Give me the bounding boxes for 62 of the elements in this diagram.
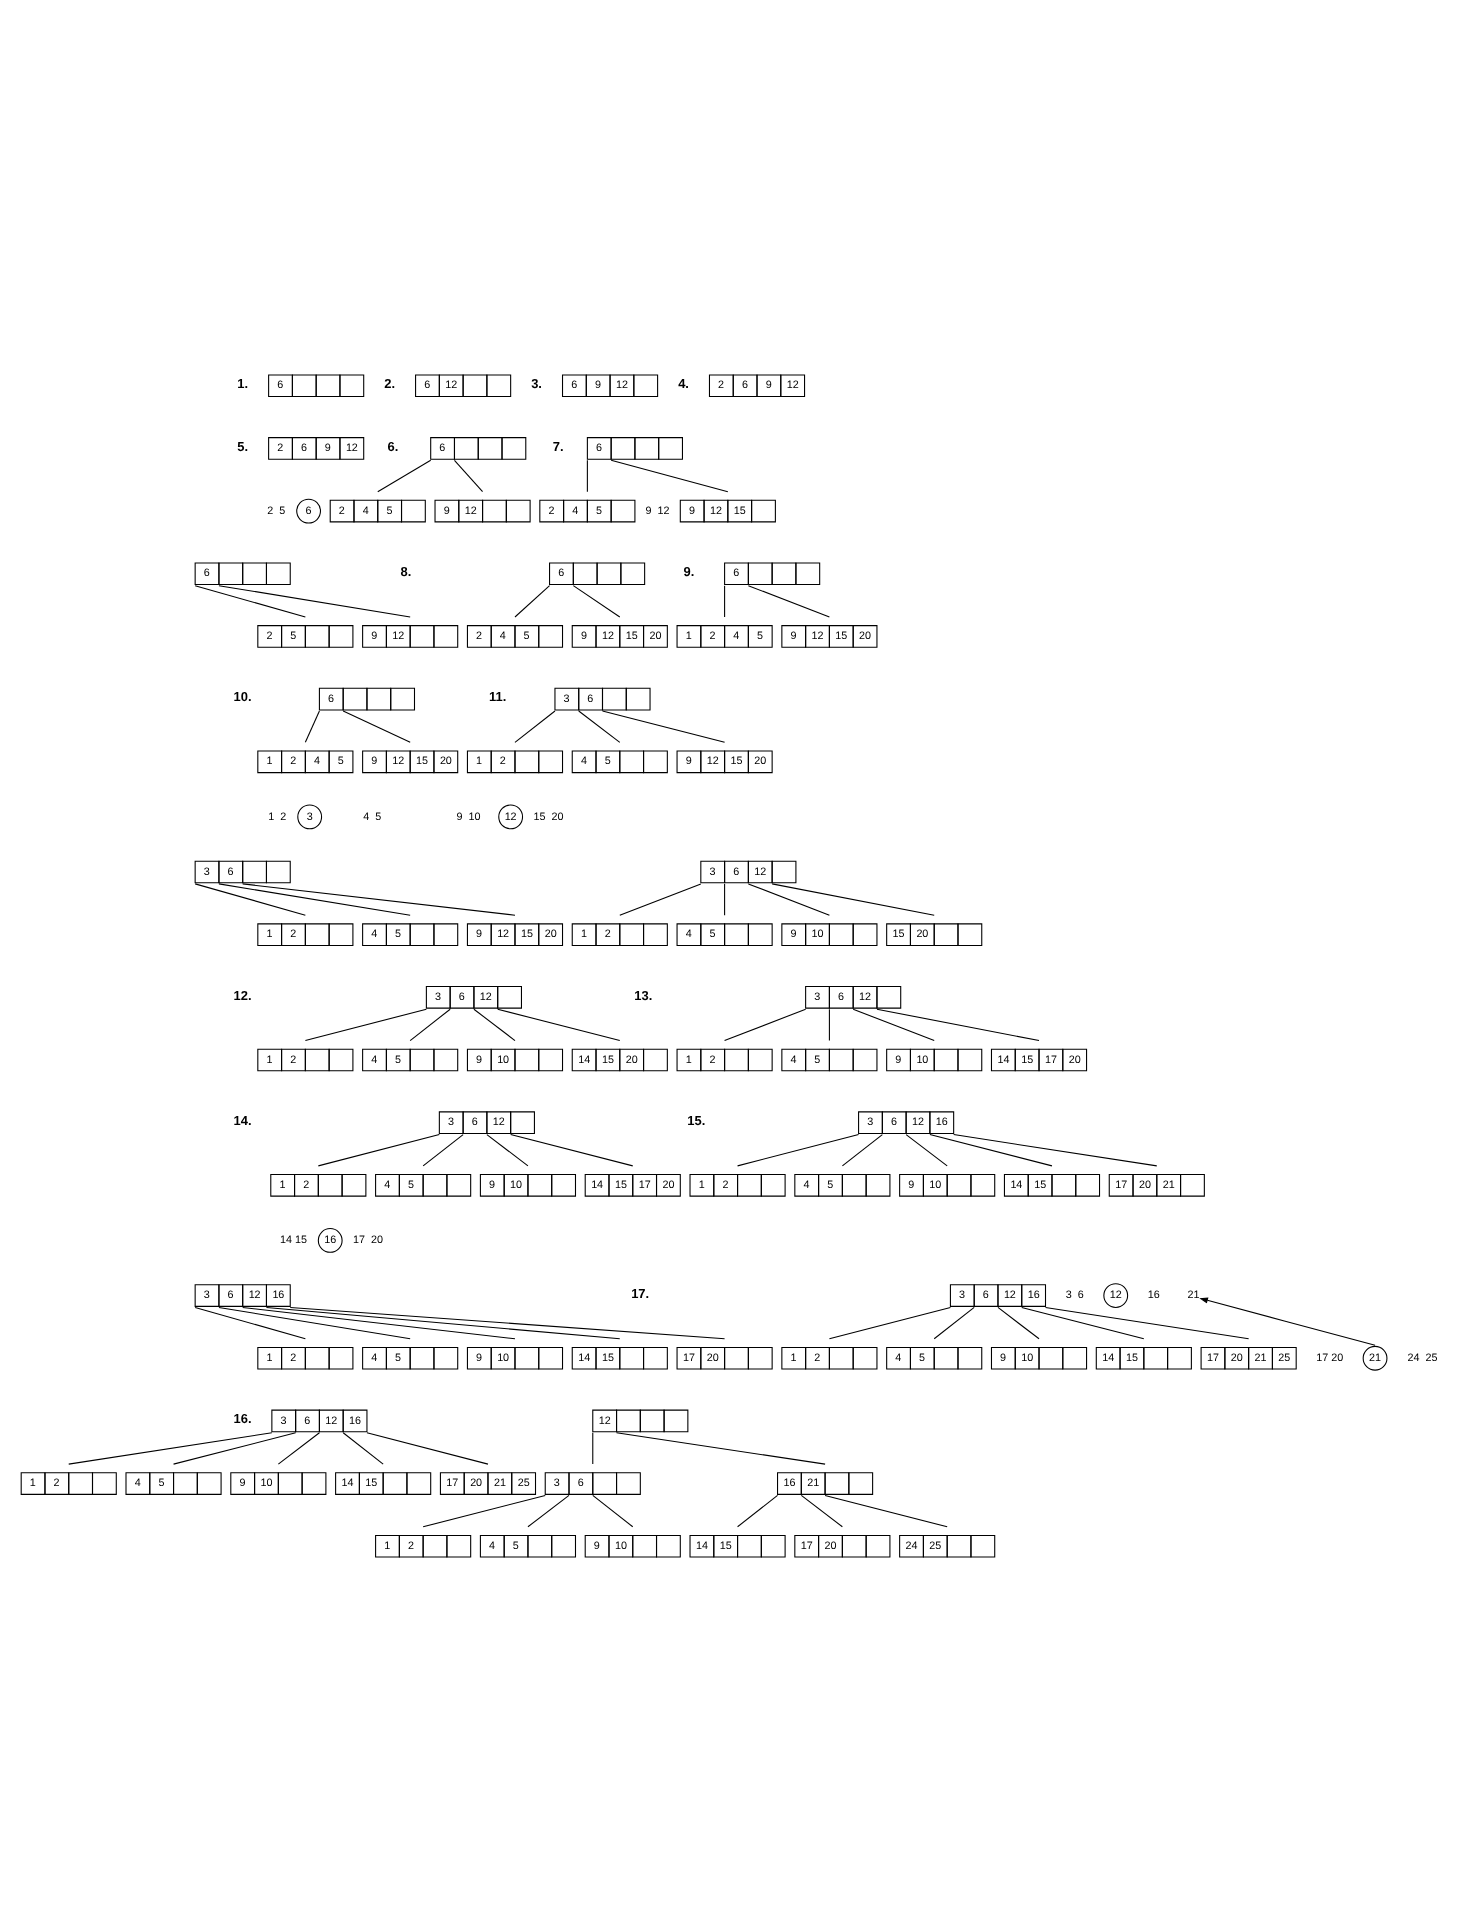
connector [724,1008,807,1042]
connector [366,1432,489,1465]
connector [473,1008,516,1042]
connector [578,710,621,743]
connector [929,1134,1053,1167]
connector [592,1494,634,1528]
connector [218,1306,411,1340]
connector [828,1008,830,1042]
connector [592,1432,594,1465]
connector [242,1306,516,1340]
connector [194,883,306,916]
connector [572,585,621,618]
connector [800,1494,843,1528]
connector [737,1494,779,1528]
connector [173,1432,297,1465]
connector [265,1306,621,1340]
connector [610,459,729,493]
connector [933,1306,975,1340]
connector [619,883,702,916]
connector [586,459,588,493]
connector [486,1134,529,1167]
connector [747,883,830,916]
connector [68,1432,273,1465]
connector [905,1134,948,1167]
connector [194,585,306,618]
connector [289,1306,726,1340]
connector [527,1494,570,1528]
connector [514,585,551,618]
connector [453,459,484,493]
connector [277,1432,320,1465]
connector [497,1008,621,1042]
connector [771,883,935,916]
connector [997,1306,1040,1340]
connector [1044,1306,1250,1340]
connector [828,1306,951,1340]
connector [218,585,411,618]
arrow [1199,1297,1376,1346]
connector [409,1008,451,1042]
connector [724,585,726,618]
connector [841,1134,883,1167]
connector [953,1134,1158,1167]
connector [724,883,726,916]
connector [317,1134,440,1167]
connector [422,1494,546,1528]
connector [514,710,556,743]
connector [242,883,516,916]
connector [1021,1306,1145,1340]
connector [510,1134,634,1167]
connector [601,710,726,743]
connector [737,1134,860,1167]
connector [194,1306,306,1340]
connector [824,1494,948,1528]
connector [852,1008,935,1042]
connector [422,1134,464,1167]
connector [218,883,411,916]
connector [342,1432,384,1465]
connector [377,459,432,493]
connector [616,1432,826,1465]
connector [876,1008,1040,1042]
connector [747,585,830,618]
connector [304,1008,427,1042]
connector [304,710,320,743]
